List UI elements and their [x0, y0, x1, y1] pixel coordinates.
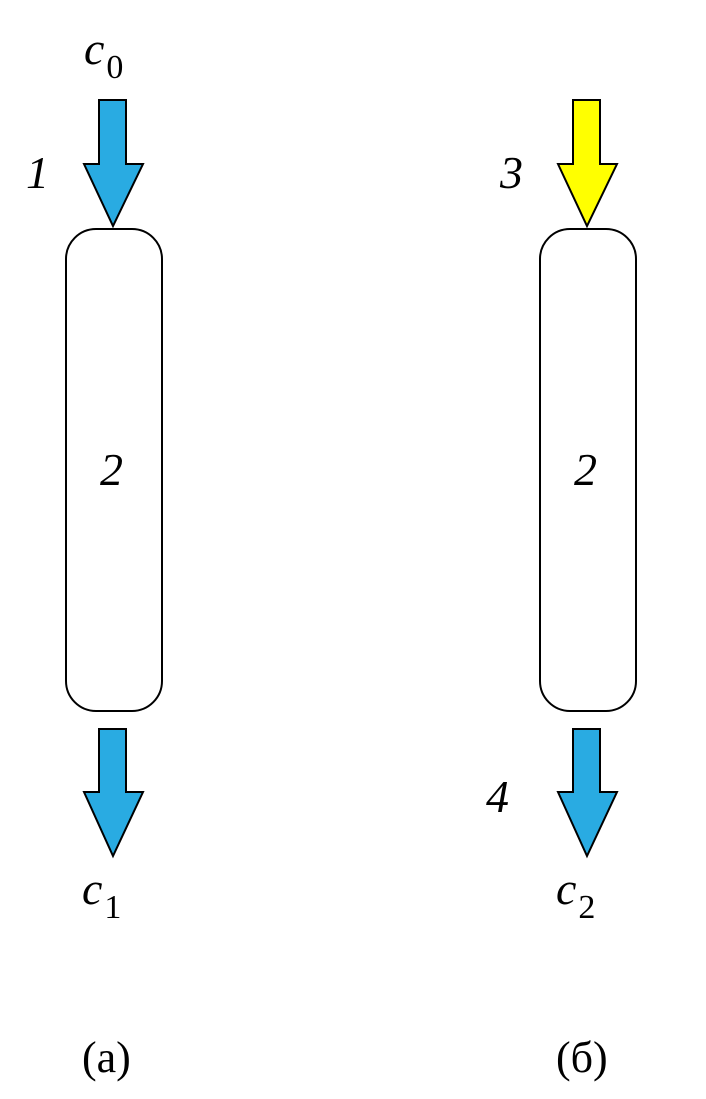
- inlet-arrow-yellow: [556, 99, 619, 229]
- inlet-number-label: 3: [499, 147, 523, 198]
- column-label: 2: [100, 444, 123, 495]
- inlet-arrow-blue: [82, 99, 145, 229]
- panel-a: c0 1 2 c1 (а): [26, 23, 163, 1082]
- output-concentration-label: c2: [556, 863, 595, 926]
- column: [65, 228, 163, 712]
- outlet-arrow-blue: [556, 728, 619, 859]
- input-concentration-label: c0: [84, 23, 123, 86]
- inlet-number-label: 1: [26, 147, 49, 198]
- outlet-arrow-blue: [82, 728, 145, 859]
- column: [539, 228, 637, 712]
- panel-b: 3 2 4 c2 (б): [486, 99, 637, 1082]
- output-concentration-label: c1: [82, 863, 121, 926]
- caption-b: (б): [556, 1033, 608, 1082]
- caption-a: (а): [82, 1033, 131, 1082]
- column-label: 2: [574, 444, 597, 495]
- outlet-number-label: 4: [486, 771, 509, 822]
